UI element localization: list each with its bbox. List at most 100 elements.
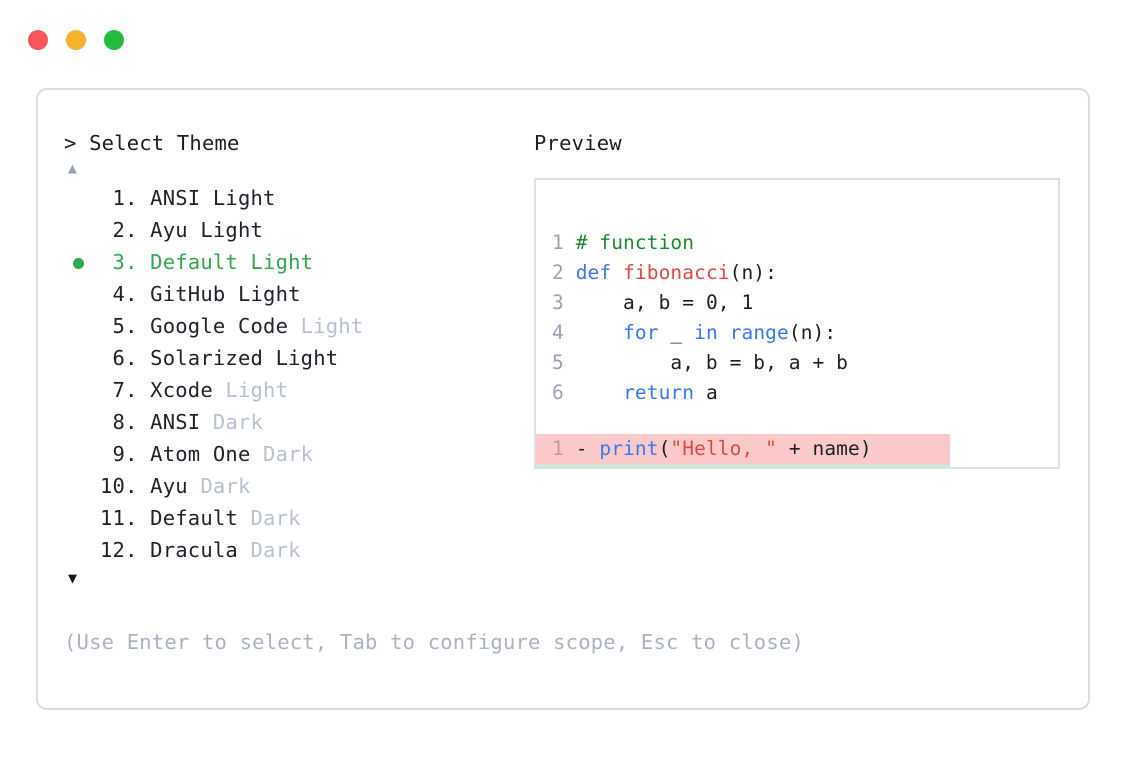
theme-picker-card: > Select Theme ▲ 1. ANSI Light 2. Ayu Li… [36,88,1090,710]
theme-item-label: 5. Google Code Light [64,310,364,342]
theme-item-variant: Dark [200,410,264,434]
code-token: return [623,381,695,404]
code-line: 1 # function [536,228,1058,258]
minimize-icon[interactable] [66,30,86,50]
code-token: (n): [788,321,837,344]
code-line-number: 2 [552,261,576,284]
code-token: (n): [729,261,777,284]
theme-item-name: Xcode [150,378,213,402]
scroll-up-arrow-icon[interactable]: ▲ [68,159,78,177]
code-token: ) [872,467,884,469]
theme-item-label: 9. Atom One Dark [64,438,314,470]
theme-item-number: 11. [100,506,151,530]
theme-list-item[interactable]: 10. Ayu Dark [64,470,534,502]
theme-list-item[interactable]: 3. Default Light [64,246,534,278]
code-token: for [623,321,659,344]
theme-item-label: 7. Xcode Light [64,374,288,406]
window-titlebar [28,30,124,50]
code-token: in [694,321,718,344]
theme-list-item[interactable]: 2. Ayu Light [64,214,534,246]
theme-item-variant: Light [212,378,289,402]
code-token [718,321,730,344]
theme-list-item[interactable]: 5. Google Code Light [64,310,534,342]
theme-item-name: Ayu [150,474,188,498]
theme-item-number: 8. [100,410,151,434]
code-token: ( [659,467,671,469]
theme-item-number: 5. [100,314,151,338]
keyboard-hint: (Use Enter to select, Tab to configure s… [64,630,804,654]
theme-item-label: 10. Ayu Dark [64,470,251,502]
theme-item-variant: Light [288,314,364,338]
code-line: 6 return a [536,378,1058,408]
code-line-number: 5 [552,351,576,374]
theme-item-number: 1. [100,186,151,210]
theme-list: 1. ANSI Light 2. Ayu Light 3. Default Li… [64,182,534,566]
theme-item-number: 12. [100,538,151,562]
code-token: f"Hello, {name}!" [670,467,871,469]
theme-item-label: 1. ANSI Light [64,182,276,214]
code-token: , [717,291,742,314]
theme-item-name: Atom One [150,442,251,466]
code-line-number: 1 [552,231,576,254]
code-line-number: 4 [552,321,576,344]
code-token: a [694,381,718,404]
code-token: 1 [741,291,754,314]
theme-item-name: Ayu Light [150,218,264,242]
theme-item-name: Google Code [150,314,289,338]
theme-item-variant: Dark [237,506,301,530]
theme-list-item[interactable]: 4. GitHub Light [64,278,534,310]
theme-list-item[interactable]: 11. Default Dark [64,502,534,534]
code-token [576,321,623,344]
code-spacer [536,408,1058,434]
theme-list-item[interactable]: 12. Dracula Dark [64,534,534,566]
diff-line-number: 1 [552,437,576,460]
theme-list-item[interactable]: 6. Solarized Light [64,342,534,374]
theme-list-item[interactable]: 9. Atom One Dark [64,438,534,470]
code-line: 2 def fibonacci(n): [536,258,1058,288]
code-token: def [575,261,624,284]
diff-marker: - [575,437,600,460]
theme-item-number: 10. [100,474,151,498]
theme-list-item[interactable]: 7. Xcode Light [64,374,534,406]
theme-item-number: 2. [100,218,151,242]
theme-item-number: 7. [100,378,151,402]
theme-item-label: 12. Dracula Dark [64,534,301,566]
preview-label: Preview [534,131,622,155]
code-token: "Hello, " [670,437,777,460]
code-token: # function [575,231,695,254]
code-token: a, b = b, a + b [575,351,849,374]
code-line: 4 for _ in range(n): [536,318,1058,348]
theme-list-item[interactable]: 1. ANSI Light [64,182,534,214]
theme-item-name: Dracula [150,538,238,562]
theme-item-label: 8. ANSI Dark [64,406,263,438]
selected-indicator-icon [73,258,84,269]
theme-item-number: 9. [100,442,151,466]
close-icon[interactable] [28,30,48,50]
code-line-number: 6 [552,381,576,404]
theme-list-item[interactable]: 8. ANSI Dark [64,406,534,438]
scroll-down-arrow-icon[interactable]: ▼ [68,569,78,587]
code-token: range [729,321,789,344]
code-token: a, b = [575,291,706,314]
theme-item-number: 6. [100,346,151,370]
theme-item-variant: Dark [187,474,251,498]
theme-item-label: 3. Default Light [64,246,313,278]
theme-selection-pane: > Select Theme ▲ 1. ANSI Light 2. Ayu Li… [64,130,534,590]
theme-item-label: 2. Ayu Light [64,214,263,246]
theme-item-variant: Dark [250,442,314,466]
theme-item-variant: Dark [237,538,301,562]
theme-item-name: Solarized Light [150,346,339,370]
code-token: fibonacci [623,261,730,284]
theme-item-number: 3. [100,250,151,274]
code-token: 0 [705,291,718,314]
diff-line-added: 1 + print(f"Hello, {name}!") [536,464,950,469]
theme-item-label: 6. Solarized Light [64,342,339,374]
page-title: > Select Theme [64,131,240,155]
theme-item-name: Default [150,506,238,530]
code-line: 5 a, b = b, a + b [536,348,1058,378]
diff-line-number: 1 [552,464,576,467]
maximize-icon[interactable] [104,30,124,50]
theme-item-name: GitHub Light [150,282,301,306]
